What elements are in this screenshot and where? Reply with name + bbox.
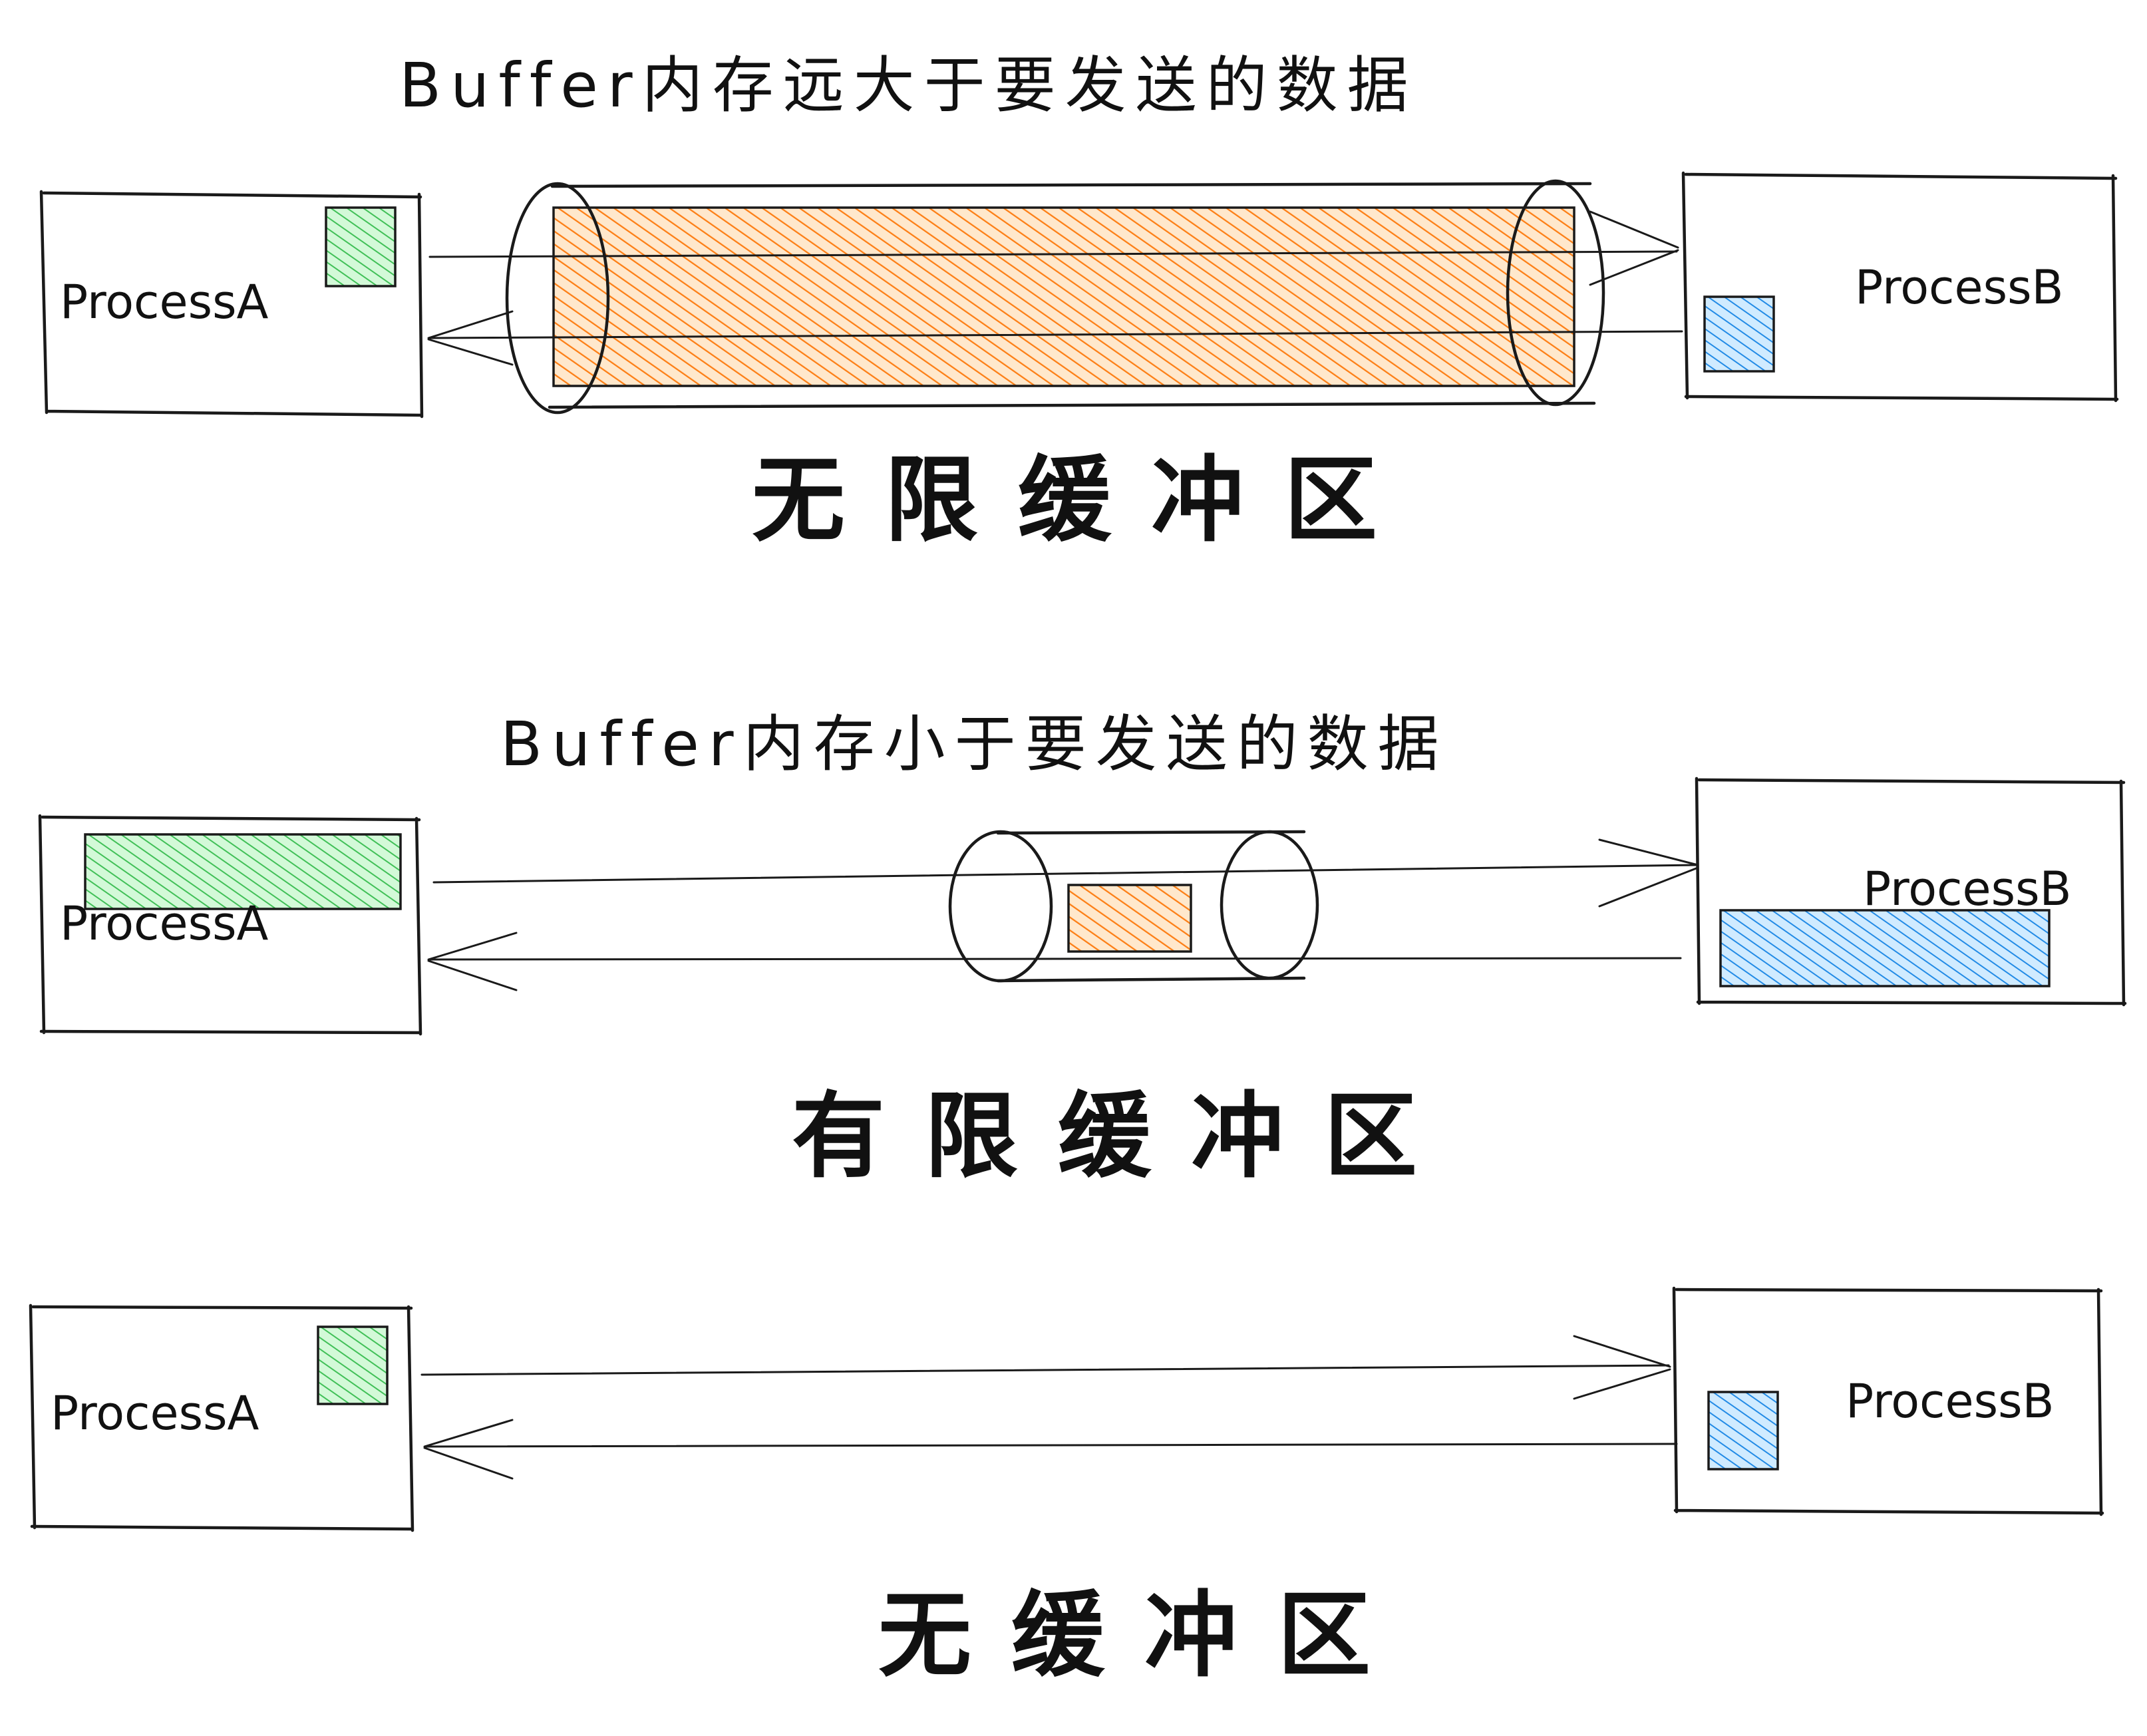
title-none: 无缓冲区	[878, 1582, 1410, 1690]
process-a-box: ProcessA	[29, 1303, 414, 1532]
send-arrow-a-to-b	[420, 1335, 1671, 1400]
process-a-label: ProcessA	[60, 275, 269, 329]
process-b-box: ProcessB	[1695, 777, 2127, 1007]
process-a-data-bar	[84, 833, 402, 910]
buffer-data-large	[552, 206, 1575, 387]
process-a-data-block	[325, 206, 397, 287]
process-a-box: ProcessA	[39, 190, 424, 419]
title-finite: 有限缓冲区	[792, 1083, 1457, 1191]
section-finite-buffer: Buffer内存小于要发送的数据 ProcessA ProcessB	[38, 709, 2127, 1191]
process-b-label: ProcessB	[1855, 260, 2064, 315]
send-arrow-a-to-b	[432, 838, 1699, 908]
process-a-label: ProcessA	[51, 1386, 259, 1441]
section-infinite-buffer: Buffer内存远大于要发送的数据 ProcessA ProcessB	[39, 50, 2119, 555]
process-b-data-bar	[1719, 909, 2051, 987]
process-b-data-block	[1707, 1391, 1779, 1471]
process-b-box: ProcessB	[1681, 171, 2119, 403]
process-b-data-block	[1703, 295, 1775, 373]
subtitle-finite: Buffer内存小于要发送的数据	[500, 709, 1448, 780]
process-b-label: ProcessB	[1863, 862, 2072, 916]
return-arrow-b-to-a	[427, 932, 1682, 991]
process-b-label: ProcessB	[1846, 1374, 2055, 1429]
subtitle-infinite: Buffer内存远大于要发送的数据	[399, 50, 1418, 121]
process-a-box: ProcessA	[38, 814, 422, 1036]
process-a-data-block	[317, 1325, 389, 1405]
return-arrow-b-to-a	[427, 310, 1683, 366]
send-arrow-a-to-b	[428, 210, 1679, 286]
return-arrow-b-to-a	[423, 1419, 1678, 1480]
title-infinite: 无限缓冲区	[752, 446, 1417, 555]
process-a-label: ProcessA	[60, 896, 269, 951]
large-buffer-pipe	[505, 179, 1605, 415]
section-no-buffer: ProcessA ProcessB 无缓冲区	[29, 1286, 2104, 1690]
small-buffer-pipe	[948, 830, 1319, 983]
process-b-box: ProcessB	[1672, 1286, 2104, 1516]
buffer-data-small	[1067, 884, 1192, 953]
